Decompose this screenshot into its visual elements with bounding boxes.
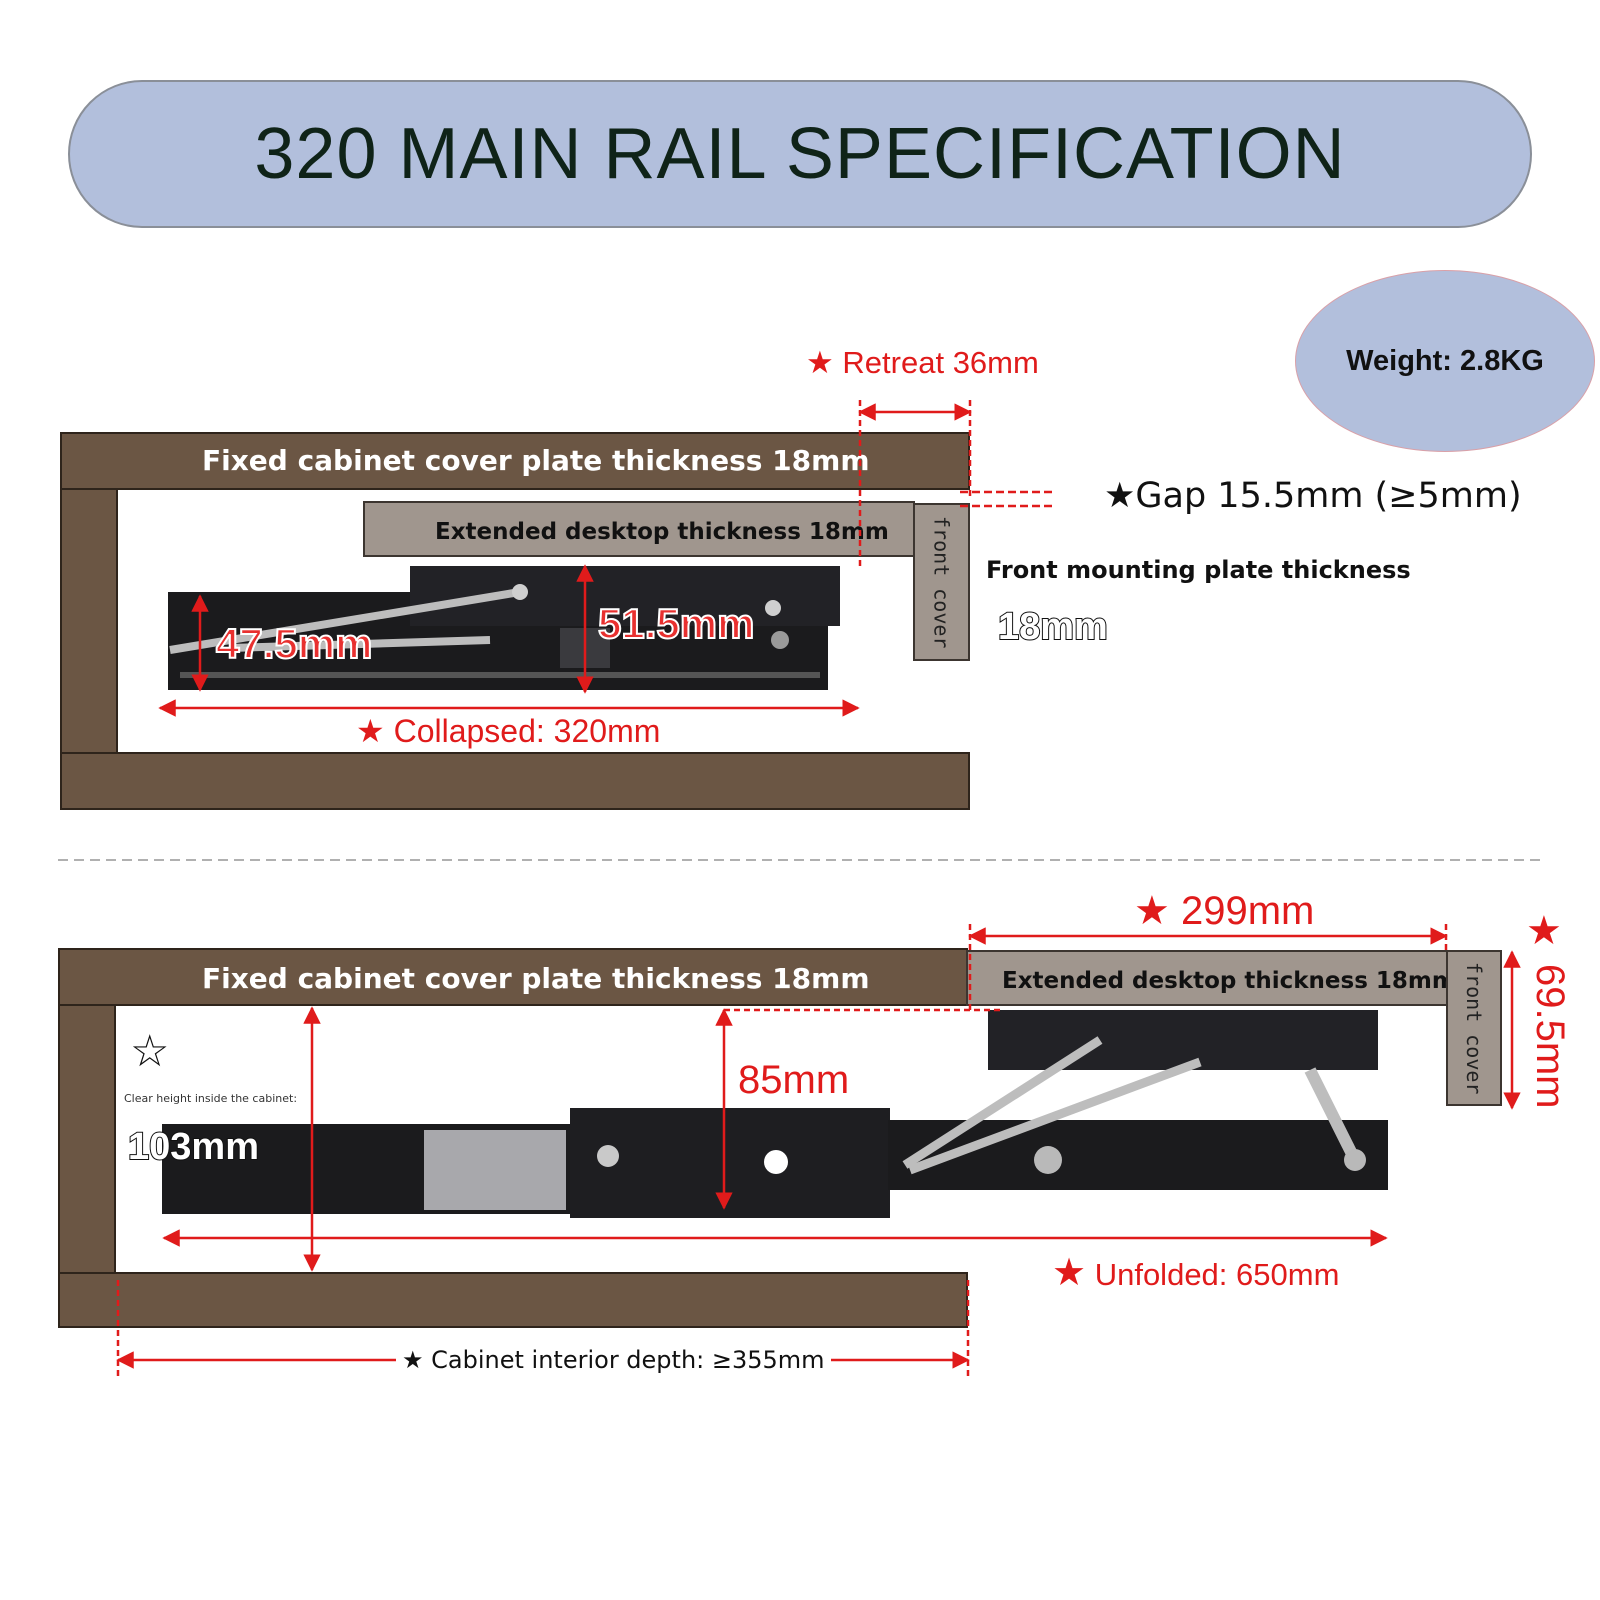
weight-label: Weight: 2.8KG [1346,344,1544,377]
page-title: 320 MAIN RAIL SPECIFICATION [254,114,1346,194]
top-rail-ball-track [180,672,820,678]
star-icon: ★ [1052,1252,1087,1294]
outline-star-icon: ☆ [130,1026,170,1077]
bottom-rail-inner [888,1120,1388,1190]
bottom-front-cover-label: front cover [1462,961,1486,1095]
star-icon: ★ [402,1346,424,1374]
top-front-cover: front cover [913,503,970,661]
bottom-front-cover: front cover [1446,950,1502,1106]
height-side-label: 69.5mm [1528,964,1572,1109]
bottom-rail-strut [908,1057,1202,1175]
top-rail-pivot [512,584,528,600]
top-rail-pivot [765,600,781,616]
top-rail-strut-lower [229,636,491,652]
height-right-label: 51.5mm [597,599,755,648]
front-plate-label: Front mounting plate thickness [986,556,1411,584]
bottom-rail-hole [764,1150,788,1174]
gap-label: ★Gap 15.5mm (≥5mm) [1104,476,1522,516]
top-dimensions [158,400,1055,717]
top-extended-desktop: Extended desktop thickness 18mm [363,501,915,557]
height-side-star-icon: ★ [1526,909,1562,953]
bottom-rail-assembly [162,1010,1388,1218]
collapsed-label: ★ Collapsed: 320mm [348,712,669,750]
top-cabinet-bottom [60,752,970,810]
bottom-cover-plate-label: Fixed cabinet cover plate thickness 18mm [202,962,870,995]
clear-height-label: Clear height inside the cabinet: [124,1092,298,1105]
weight-badge: Weight: 2.8KG [1295,270,1595,452]
bottom-rail-bracket [988,1010,1378,1070]
top-cover-plate: Fixed cabinet cover plate thickness 18mm [60,432,970,490]
extension-label: ★ 299mm [1134,889,1315,933]
bottom-rail-clip [424,1130,566,1210]
bottom-cover-plate: Fixed cabinet cover plate thickness 18mm [58,948,968,1006]
clear-height-value: 103mm [127,1125,260,1169]
bottom-rail-middle [570,1108,890,1218]
front-plate-value: 18mm [997,605,1109,649]
bottom-cabinet-back-wall [58,1004,116,1274]
bottom-rail-pivot [1344,1149,1366,1171]
bottom-cabinet-bottom [58,1272,968,1328]
unfolded-label: ★ Unfolded: 650mm [1052,1252,1340,1294]
bottom-rail-strut [1304,1067,1361,1163]
interior-depth-label: ★ Cabinet interior depth: ≥355mm [396,1346,831,1374]
middle-height-label: 85mm [738,1058,850,1102]
top-rail-pivot [771,631,789,649]
title-banner: 320 MAIN RAIL SPECIFICATION [68,80,1532,228]
star-icon: ★ [1104,476,1136,516]
top-front-cover-label: front cover [929,515,954,649]
bottom-rail-pivot [1034,1146,1062,1174]
bottom-extended-desktop: Extended desktop thickness 18mm [966,950,1456,1006]
bottom-rail-strut [902,1036,1103,1169]
top-cover-plate-label: Fixed cabinet cover plate thickness 18mm [202,444,870,477]
top-extended-desktop-label: Extended desktop thickness 18mm [435,519,889,545]
bottom-extended-desktop-label: Extended desktop thickness 18mm [1002,968,1456,994]
top-cabinet-back-wall [60,488,118,754]
star-icon: ★ [806,345,834,380]
top-rail-strut [169,588,521,654]
retreat-label: ★ Retreat 36mm [806,345,1039,380]
bottom-rail-hole [597,1145,619,1167]
height-left-label: 47.5mm [215,619,373,668]
star-icon: ★ [356,713,385,749]
star-icon: ★ [1134,889,1170,933]
